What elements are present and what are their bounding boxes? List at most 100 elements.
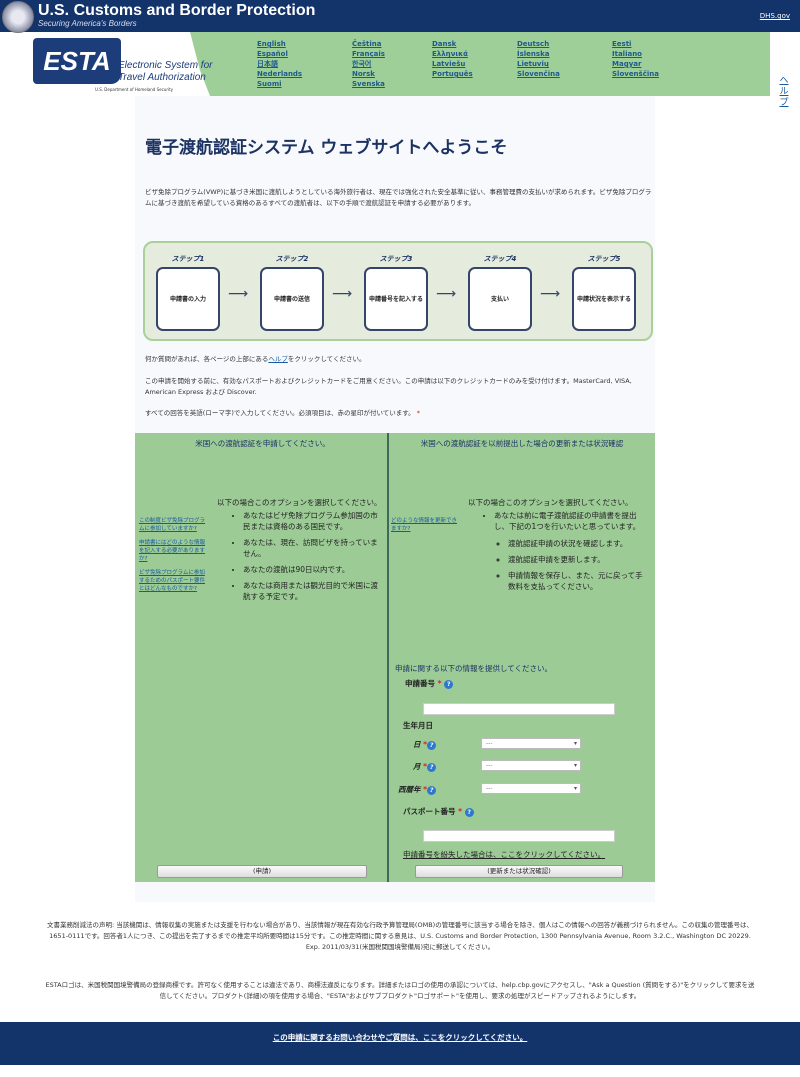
step-box: 申請状況を表示する: [572, 267, 636, 331]
faq-link-info[interactable]: 申請書にはどのような情報を記入する必要がありますか?: [139, 540, 206, 562]
left-panel-title: 米国への渡航認証を申請してください。: [195, 439, 330, 448]
dhs-link[interactable]: DHS.gov: [759, 12, 790, 20]
help-icon[interactable]: ?: [427, 785, 437, 795]
language-link[interactable]: Slovenčina: [517, 70, 560, 78]
agency-name: U.S. Customs and Border Protection: [38, 2, 316, 19]
faq-link-vwp[interactable]: この制度ビザ免除プログラムに参加していますか?: [139, 518, 206, 532]
year-select[interactable]: ---: [481, 783, 581, 794]
right-options: 以下の場合このオプションを選択してください。 あなたは前に電子渡航認証の申請書を…: [468, 497, 648, 597]
language-link[interactable]: Français: [352, 50, 385, 58]
language-link[interactable]: Latviešu: [432, 60, 466, 68]
cbp-travel-link[interactable]: www.cbp.gov/travel: [398, 1066, 484, 1075]
left-bullet: あなたは商用または観光目的で米国に渡航する予定です。: [243, 580, 382, 602]
language-link[interactable]: 日本語: [257, 60, 278, 68]
language-link[interactable]: Italiano: [612, 50, 642, 58]
passport-text: パスポート番号: [403, 807, 456, 816]
language-link[interactable]: Eesti: [612, 40, 632, 48]
help-post: をクリックしてください。: [287, 355, 366, 363]
required-note: すべての回答を英語(ローマ字)で入力してください。必須項目は、赤の星印が付いてい…: [145, 408, 655, 419]
left-intro: 以下の場合このオプションを選択してください。: [217, 498, 382, 507]
left-side-links: この制度ビザ免除プログラムに参加していますか? 申請書にはどのような情報を記入す…: [139, 517, 209, 593]
day-select[interactable]: ---: [481, 738, 581, 749]
language-link[interactable]: English: [257, 40, 286, 48]
help-pre: 何か質問があれば、各ページの上部にある: [145, 355, 269, 363]
left-bullet: あなたはビザ免除プログラム参加国の市民または資格のある国民です。: [243, 510, 382, 532]
step-2: ステップ2 申請書の送信: [260, 254, 324, 331]
faq-link-passport[interactable]: ビザ免除プログラムに参加するためのパスポート要件とはどんなものですか?: [139, 570, 206, 592]
language-link[interactable]: Português: [432, 70, 473, 78]
language-link[interactable]: Lietuvių: [517, 60, 549, 68]
language-link[interactable]: Ελληνικά: [432, 50, 468, 58]
dhs-seal-icon: [2, 1, 34, 33]
required-mark: *: [423, 785, 428, 794]
dept-name: U.S. Department of Homeland Security: [95, 87, 174, 92]
language-link[interactable]: Slovenščina: [612, 70, 659, 78]
help-icon[interactable]: ?: [427, 740, 437, 750]
paperwork-notice: 文書業務削減法の声明: 当該機関は、情報収集の実施または支援を行わない場合があり…: [46, 921, 754, 951]
top-banner: U.S. Customs and Border Protection Secur…: [0, 0, 800, 33]
language-link[interactable]: Deutsch: [517, 40, 550, 48]
year-label: 西暦年 *?: [398, 784, 437, 795]
right-intro: 以下の場合このオプションを選択してください。: [468, 498, 633, 507]
contact-link[interactable]: この申請に関するお問い合わせやご質問は、ここをクリックしてください。: [272, 1033, 528, 1042]
arrow-right-icon: ⟶: [228, 286, 249, 302]
month-label: 月 *?: [413, 761, 437, 772]
language-link[interactable]: Dansk: [432, 40, 457, 48]
language-band: [190, 32, 770, 96]
help-icon[interactable]: ?: [427, 762, 437, 772]
required-mark: *: [437, 679, 442, 688]
month-select[interactable]: ---: [481, 760, 581, 771]
arrow-right-icon: ⟶: [332, 286, 353, 302]
separator: |: [390, 1066, 394, 1075]
option-panels: 米国への渡航認証を申請してください。 この制度ビザ免除プログラムに参加しています…: [135, 433, 655, 882]
privacy-link[interactable]: = 個人情報保護方針: [316, 1066, 386, 1075]
left-options: 以下の場合このオプションを選択してください。 あなたはビザ免除プログラム参加国の…: [217, 497, 382, 607]
step-box: 申請書の送信: [260, 267, 324, 331]
right-sub-bullet: 渡航認証申請の状況を確認します。: [508, 538, 648, 549]
language-link[interactable]: Nederlands: [257, 70, 303, 78]
app-number-input[interactable]: [423, 703, 615, 715]
passport-input[interactable]: [423, 830, 615, 842]
left-bullet: あなたの渡航は90日以内です。: [243, 564, 382, 575]
language-link[interactable]: Íslenska: [517, 50, 550, 58]
apply-button[interactable]: (申請): [157, 865, 367, 878]
step-label: ステップ2: [275, 255, 309, 263]
help-inline-link[interactable]: ヘルプ: [268, 355, 288, 363]
lost-app-number-link[interactable]: 申請番号を紛失した場合は、ここをクリックしてください。: [403, 850, 606, 859]
language-link[interactable]: Español: [257, 50, 288, 58]
help-text: 何か質問があれば、各ページの上部にあるヘルプをクリックしてください。: [145, 354, 655, 365]
language-link[interactable]: Suomi: [257, 80, 282, 88]
step-label: ステップ3: [379, 255, 413, 263]
update-status-button[interactable]: (更新または状況確認): [415, 865, 623, 878]
language-link[interactable]: Čeština: [352, 40, 382, 48]
arrow-right-icon: ⟶: [436, 286, 457, 302]
app-number-label: 申請番号 * ?: [405, 678, 454, 689]
language-link[interactable]: Norsk: [352, 70, 375, 78]
step-label: ステップ1: [171, 255, 205, 263]
language-link[interactable]: 한국어: [352, 60, 372, 68]
logo-notice: ESTAロゴは、米国税関国境警備局の登録商標です。許可なく使用することは違法であ…: [45, 981, 755, 1000]
help-icon[interactable]: ?: [464, 807, 474, 817]
required-mark: *: [423, 740, 428, 749]
faq-link-update[interactable]: どのような情報を更新できますか?: [391, 518, 458, 532]
form-intro: 申請に関する以下の情報を提供してください。: [395, 664, 553, 673]
required-mark: *: [458, 807, 463, 816]
agency-tagline: Securing America's Borders: [38, 19, 137, 28]
system-name: Electronic System for Travel Authorizati…: [118, 60, 213, 83]
step-box: 申請番号を記入する: [364, 267, 428, 331]
day-label: 日 *?: [413, 739, 437, 750]
day-text: 日: [413, 740, 421, 749]
app-number-text: 申請番号: [405, 679, 435, 688]
language-link[interactable]: Svenska: [352, 80, 385, 88]
dob-label: 生年月日: [403, 721, 433, 730]
step-label: ステップ4: [483, 255, 517, 263]
help-link[interactable]: ヘルプ: [779, 76, 789, 108]
help-icon[interactable]: ?: [444, 679, 454, 689]
required-mark: *: [423, 762, 428, 771]
language-link[interactable]: Magyar: [612, 60, 642, 68]
